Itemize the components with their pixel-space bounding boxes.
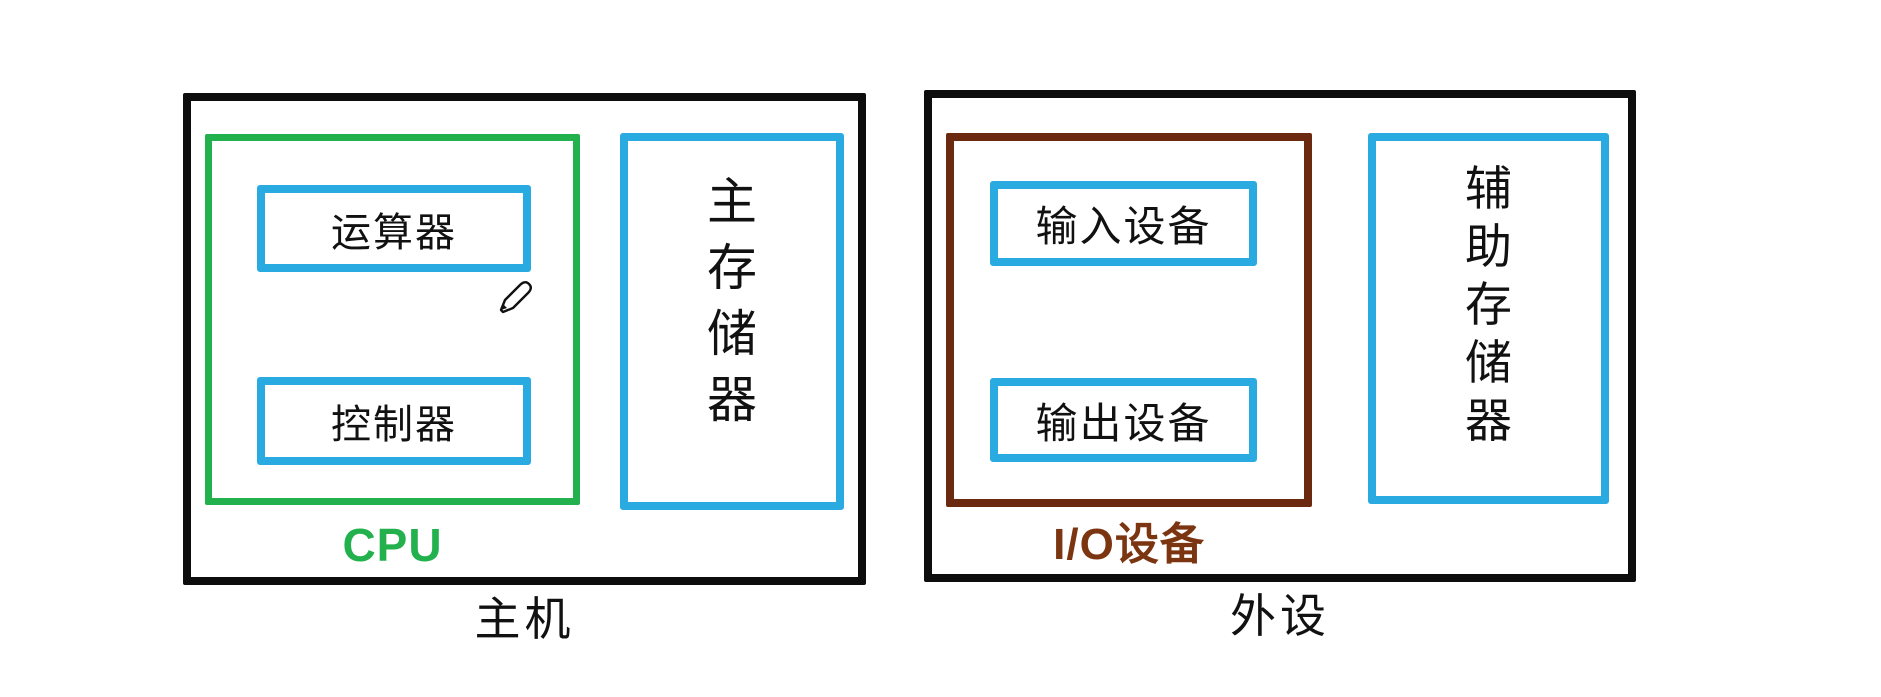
host-caption: 主机	[474, 594, 575, 645]
main-memory-box: 主存储器	[620, 133, 844, 510]
output-device-box: 输出设备	[990, 378, 1257, 462]
input-device-box: 输入设备	[990, 181, 1257, 266]
peripherals-caption: 外设	[1230, 591, 1330, 642]
control-unit-box: 控制器	[257, 377, 531, 465]
main-memory-label: 主存储器	[707, 174, 757, 428]
input-device-label: 输入设备	[1035, 205, 1212, 251]
output-device-label: 输出设备	[1035, 401, 1212, 448]
alu-box: 运算器	[257, 185, 531, 272]
control-unit-label: 控制器	[331, 402, 457, 447]
alu-label: 运算器	[331, 209, 457, 255]
cpu-caption: CPU	[342, 519, 443, 571]
aux-memory-box: 辅助存储器	[1368, 133, 1609, 504]
io-caption: I/O设备	[1053, 520, 1205, 569]
aux-memory-label: 辅助存储器	[1465, 164, 1512, 448]
pencil-icon	[493, 277, 533, 317]
